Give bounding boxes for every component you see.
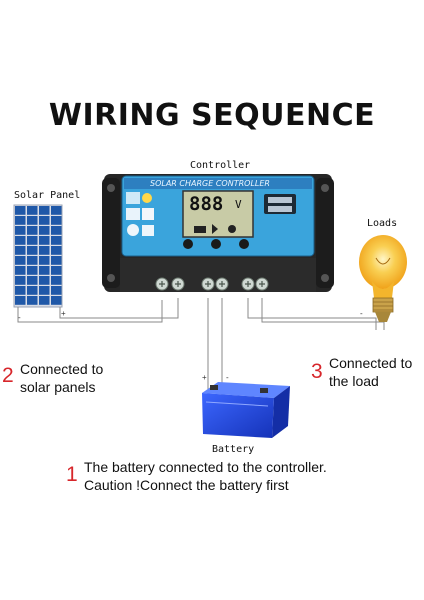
step-3-line-2: the load — [329, 373, 379, 389]
lcd-battery-icon — [194, 226, 206, 233]
wires — [17, 298, 385, 395]
lcd-bulb-icon — [228, 225, 236, 233]
charge-controller — [102, 174, 334, 292]
terminal-screw-2 — [171, 277, 185, 291]
bulb-icon — [142, 225, 154, 236]
step-2-line-2: solar panels — [20, 379, 96, 395]
solar-panel-icon — [13, 204, 63, 308]
terminal-screw-6 — [255, 277, 269, 291]
down-button[interactable] — [239, 239, 249, 249]
lock-icon — [142, 208, 154, 220]
terminal-screw-5 — [241, 277, 255, 291]
terminal-screw-3 — [201, 277, 215, 291]
battery-status-icon — [126, 208, 140, 220]
terminal-screw-4 — [215, 277, 229, 291]
diagram-title: WIRING SEQUENCE — [48, 98, 376, 133]
panel-minus-sign: - — [18, 313, 21, 322]
step-3-number: 3 — [311, 360, 323, 383]
step-3-text: Connected to the load — [329, 354, 412, 390]
sun-icon — [142, 193, 152, 203]
step-1-line-2: Caution !Connect the battery first — [84, 477, 289, 493]
terminal-screw-1 — [155, 277, 169, 291]
battery-minus-sign: - — [226, 373, 229, 382]
step-1-line-1: The battery connected to the controller. — [84, 459, 327, 475]
timer-icon — [127, 224, 139, 236]
step-3-line-1: Connected to — [329, 355, 413, 371]
set-button[interactable] — [211, 239, 221, 249]
solar-panel-label: Solar Panel — [14, 190, 81, 201]
loads-label: Loads — [367, 218, 398, 229]
menu-button[interactable] — [183, 239, 193, 249]
pv-icon — [126, 192, 140, 204]
controller-label: Controller — [190, 160, 251, 171]
step-1-text: The battery connected to the controller.… — [84, 458, 327, 494]
step-2-text: Connected to solar panels — [20, 360, 103, 396]
lcd-unit: V — [235, 198, 242, 211]
battery-icon — [202, 382, 290, 438]
step-2-number: 2 — [2, 364, 14, 387]
device-header: SOLAR CHARGE CONTROLLER — [150, 179, 270, 188]
battery-plus-sign: + — [202, 373, 207, 382]
step-2-line-1: Connected to — [20, 361, 104, 377]
load-minus-sign: - — [360, 309, 363, 318]
lcd-digits: 888 — [189, 193, 224, 215]
panel-plus-sign: + — [61, 309, 66, 318]
step-1-number: 1 — [66, 463, 78, 486]
battery-label: Battery — [212, 444, 255, 455]
bulb-load-icon — [359, 235, 407, 322]
lcd-arrow-icon — [212, 224, 218, 234]
